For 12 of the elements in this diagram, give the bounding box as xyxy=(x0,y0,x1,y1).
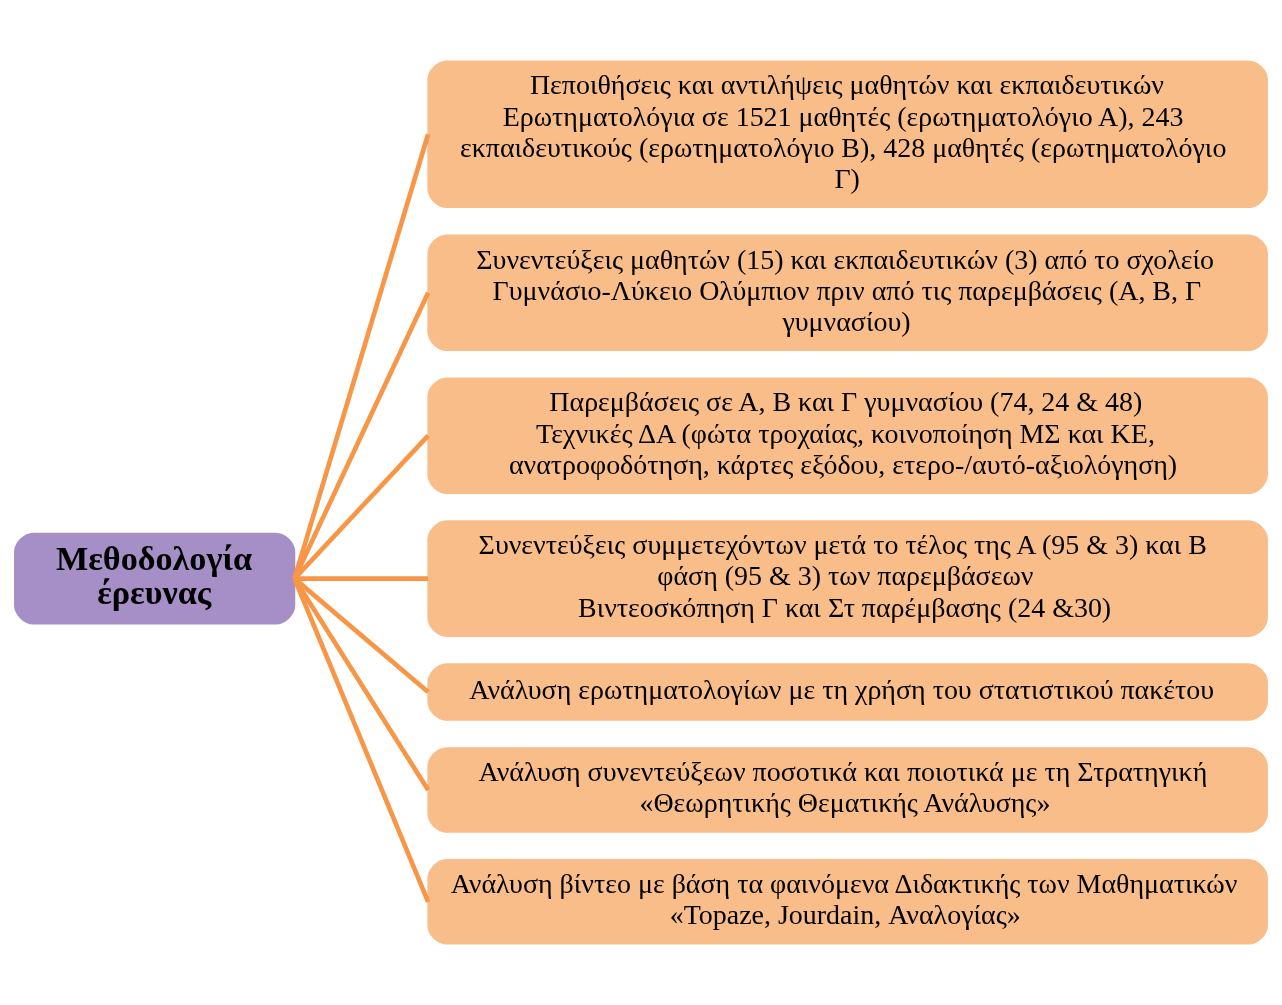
node-box: Συνεντεύξεις συμμετεχόντων μετά το τέλος της Α (95 & 3) και Β φάση (95 & 3) των παρεμβάσεων Βιντεοσκόπηση Γ και Στ παρέμβασης (24 &30) xyxy=(427,520,1268,637)
node-box: Ανάλυση βίντεο με βάση τα φαινόμενα Διδακτικής των Μαθηματικών «Topaze, Jourdain, Αναλογίας» xyxy=(427,859,1268,945)
node-box: Συνεντεύξεις μαθητών (15) και εκπαιδευτικών (3) από το σχολείο Γυμνάσιο-Λύκειο Ολύμπιον πριν από τις παρεμβάσεις (Α, Β, Γ γυμνασίου) xyxy=(427,234,1268,351)
connector xyxy=(292,577,431,792)
connector xyxy=(292,577,431,903)
connector xyxy=(292,133,431,580)
connector xyxy=(292,291,431,580)
node-box: Πεποιθήσεις και αντιλήψεις μαθητών και εκπαιδευτικών Ερωτηματολόγια σε 1521 μαθητές (ερωτηματολόγιο Α), 243 εκπαιδευτικούς (ερωτηματολόγιο Β), 428 μαθητές (ερωτηματολόγιο Γ) xyxy=(427,60,1268,209)
node-box: Παρεμβάσεις σε Α, Β και Γ γυμνασίου (74, 24 & 48) Τεχνικές ΔΑ (φώτα τροχαίας, κοινοποίηση ΜΣ και ΚΕ, ανατροφοδότηση, κάρτες εξόδου, ετερο-/αυτό-αξιολόγηση) xyxy=(427,377,1268,494)
node-box: Μεθοδολογία έρευνας xyxy=(14,532,296,625)
node-box: Ανάλυση ερωτηματολογίων με τη χρήση του στατιστικού πακέτου xyxy=(427,663,1268,721)
node-box: Ανάλυση συνεντεύξεων ποσοτικά και ποιοτικά με τη Στρατηγική «Θεωρητικής Θεματικής Ανάλυσης» xyxy=(427,747,1268,833)
